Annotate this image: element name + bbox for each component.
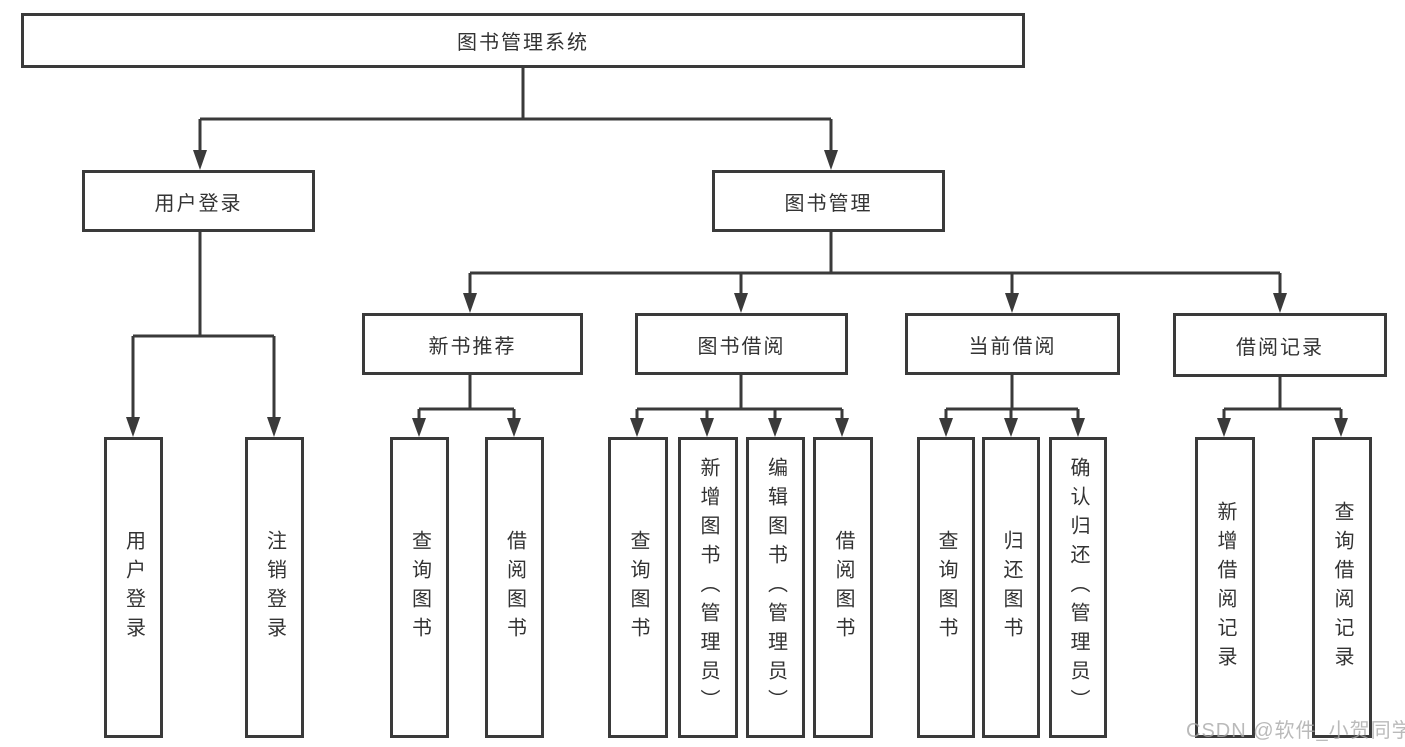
node-label: 借阅图书	[832, 529, 854, 646]
node-label: 查询图书	[408, 529, 431, 646]
leaf-confirm-return-admin: 确认归还（管理员）	[1049, 437, 1107, 738]
leaf-add-book-admin: 新增图书（管理员）	[678, 437, 738, 738]
leaf-query-books-recommend: 查询图书	[390, 437, 449, 738]
connector-user-login	[126, 232, 281, 437]
node-label: 用户登录	[154, 192, 243, 215]
node-book-management-system: 图书管理系统	[21, 13, 1025, 68]
node-label: 图书管理系统	[457, 32, 589, 54]
leaf-query-books-borrow: 查询图书	[608, 437, 668, 738]
node-label: 用户登录	[122, 529, 145, 646]
connector-book-borrow	[630, 375, 849, 437]
node-label: 新书推荐	[428, 335, 517, 358]
node-label: 注销登录	[263, 529, 286, 646]
node-label: 新增借阅记录	[1214, 500, 1236, 675]
node-label: 图书借阅	[697, 335, 786, 358]
node-current-borrowing: 当前借阅	[905, 313, 1120, 375]
connector-current-borrow	[939, 375, 1085, 437]
node-label: 新增图书（管理员）	[697, 457, 719, 718]
leaf-add-borrow-record: 新增借阅记录	[1195, 437, 1255, 738]
connector-book-management	[463, 232, 1287, 313]
leaf-edit-book-admin: 编辑图书（管理员）	[746, 437, 805, 738]
node-label: 查询借阅记录	[1331, 500, 1353, 675]
connector-root	[193, 68, 838, 170]
csdn-watermark: CSDN @软件_小贺同学	[1186, 720, 1405, 742]
node-label: 当前借阅	[968, 335, 1057, 358]
leaf-borrow-books-recommend: 借阅图书	[485, 437, 544, 738]
node-label: 确认归还（管理员）	[1067, 457, 1089, 718]
leaf-query-borrow-record: 查询借阅记录	[1312, 437, 1372, 738]
node-book-borrowing: 图书借阅	[635, 313, 848, 375]
leaf-return-books: 归还图书	[982, 437, 1040, 738]
node-label: 图书管理	[784, 192, 873, 215]
node-label: 编辑图书（管理员）	[764, 457, 787, 718]
node-book-management: 图书管理	[712, 170, 945, 232]
leaf-borrow-books: 借阅图书	[813, 437, 873, 738]
leaf-query-books-current: 查询图书	[917, 437, 975, 738]
node-label: 查询图书	[935, 529, 957, 646]
node-borrowing-records: 借阅记录	[1173, 313, 1387, 377]
connector-borrow-record	[1217, 377, 1348, 437]
node-label: 借阅图书	[503, 529, 526, 646]
leaf-logout: 注销登录	[245, 437, 304, 738]
node-label: 借阅记录	[1236, 336, 1324, 359]
node-label: 归还图书	[1000, 529, 1022, 646]
leaf-user-login: 用户登录	[104, 437, 163, 738]
node-new-book-recommend: 新书推荐	[362, 313, 583, 375]
node-user-login: 用户登录	[82, 170, 315, 232]
connector-new-book	[412, 375, 521, 437]
node-label: 查询图书	[627, 529, 649, 646]
